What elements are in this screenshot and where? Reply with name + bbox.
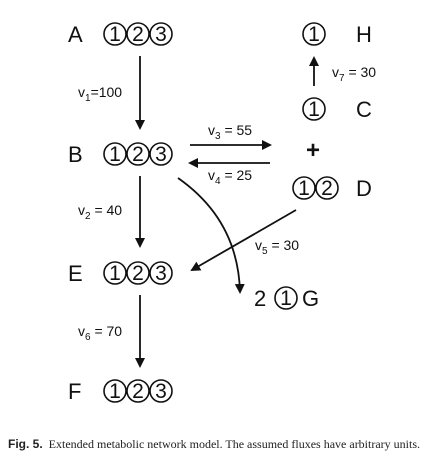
node-b-label: B — [68, 142, 83, 167]
flux-label-v7: v7 = 30 — [332, 64, 376, 84]
node-c-atoms: 1 — [302, 97, 326, 121]
figure-caption: Fig. 5. Extended metabolic network model… — [8, 437, 440, 452]
atom-label: 2 — [132, 23, 144, 46]
node-f-atoms: 1 2 3 — [103, 379, 173, 403]
atom-label: 2 — [321, 177, 333, 200]
flux-label-v4: v4 = 25 — [208, 167, 252, 187]
node-a-label: A — [68, 22, 83, 47]
flux-label-v6: v6 = 70 — [78, 323, 122, 343]
arrow-v5-to-e — [190, 209, 297, 271]
node-e-atoms: 1 2 3 — [103, 261, 173, 285]
atom-label: 1 — [280, 287, 292, 310]
node-h-atoms: 1 — [302, 22, 326, 46]
node-h-label: H — [356, 22, 372, 47]
atom-label: 2 — [132, 262, 144, 285]
atom-label: 3 — [155, 380, 167, 403]
atom-label: 2 — [132, 143, 144, 166]
atom-label: 2 — [132, 380, 144, 403]
atom-label: 1 — [298, 177, 310, 200]
atom-label: 3 — [155, 143, 167, 166]
atom-label: 1 — [109, 262, 121, 285]
flux-label-v1: v1=100 — [78, 84, 122, 104]
node-g-coefficient: 2 — [254, 286, 266, 311]
caption-text: Extended metabolic network model. The as… — [48, 437, 421, 451]
arrow-v5-to-g — [177, 177, 245, 294]
atom-label: 1 — [109, 143, 121, 166]
atom-label: 1 — [308, 98, 320, 121]
atom-label: 3 — [155, 262, 167, 285]
atom-label: 1 — [308, 23, 320, 46]
node-b-atoms: 1 2 3 — [103, 142, 173, 166]
flux-label-v5: v5 = 30 — [255, 237, 299, 257]
flux-label-v3: v3 = 55 — [208, 122, 252, 142]
node-c-label: C — [356, 97, 372, 122]
atom-label: 3 — [155, 23, 167, 46]
node-g-label: G — [302, 286, 319, 311]
metabolic-network-diagram: A 1 2 3 B 1 2 3 E 1 2 3 F 1 2 3 1 H 1 C … — [68, 22, 376, 404]
node-g-atoms: 1 — [274, 286, 298, 310]
node-a-atoms: 1 2 3 — [103, 22, 173, 46]
atom-label: 1 — [109, 23, 121, 46]
plus-sign: + — [306, 137, 320, 164]
node-e-label: E — [68, 261, 83, 286]
caption-label: Fig. 5. — [8, 437, 43, 451]
node-d-label: D — [356, 176, 372, 201]
node-d-atoms: 1 2 — [292, 176, 339, 200]
flux-label-v2: v2 = 40 — [78, 202, 122, 222]
node-f-label: F — [68, 379, 81, 404]
atom-label: 1 — [109, 380, 121, 403]
